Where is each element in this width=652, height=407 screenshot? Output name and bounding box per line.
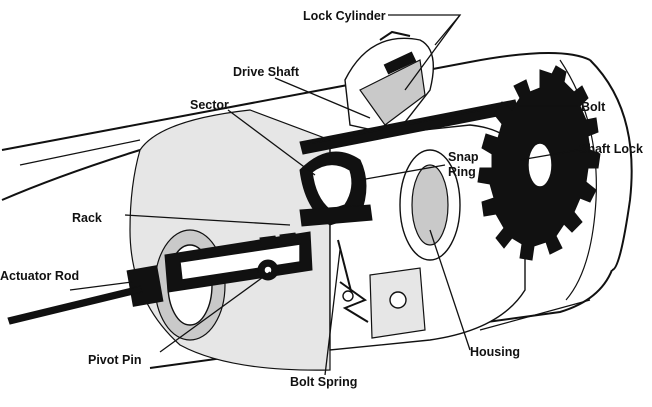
label-shaft-lock: Shaft Lock [579,142,643,156]
label-housing: Housing [470,345,520,359]
shaft-lock-disc [477,65,601,261]
label-lock-cylinder: Lock Cylinder [303,9,386,23]
leader-lines [69,14,579,376]
label-snap-ring-1: Snap [448,150,479,164]
sector-gear [299,151,373,227]
actuator-rod [7,285,143,325]
label-drive-shaft: Drive Shaft [233,65,300,79]
lock-cylinder [344,30,434,136]
label-rack: Rack [72,211,102,225]
label-actuator-rod: Actuator Rod [0,269,79,283]
label-sector: Sector [190,98,229,112]
rack-assembly [126,231,313,307]
label-bolt: Bolt [581,100,606,114]
column-tube [1,52,633,369]
label-pivot-pin: Pivot Pin [88,353,141,367]
bolt-spring [337,239,369,323]
label-snap-ring-2: Ring [448,165,476,179]
label-bolt-spring: Bolt Spring [290,375,357,389]
